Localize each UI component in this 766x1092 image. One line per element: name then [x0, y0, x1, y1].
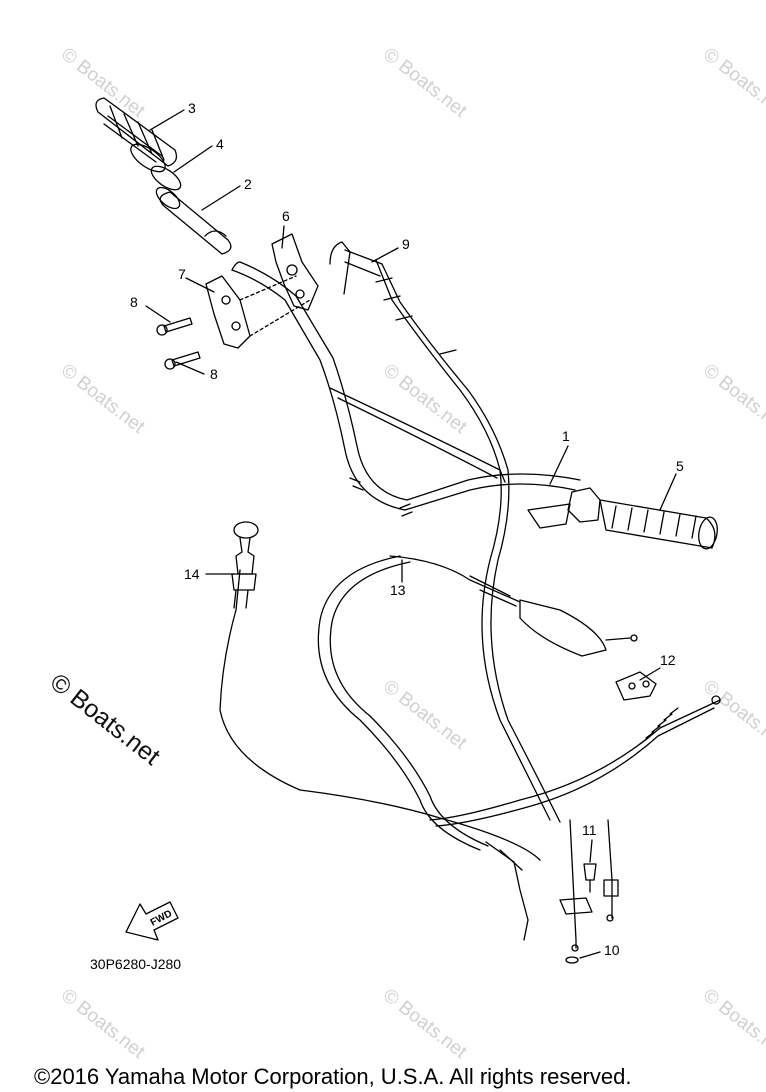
callout-7: 7: [178, 266, 186, 282]
callout-4: 4: [216, 136, 224, 152]
screw: [164, 351, 201, 370]
grip-collar: [130, 143, 182, 191]
throttle-cable: [329, 241, 561, 823]
clutch-cable: [429, 695, 721, 941]
left-grip: [95, 97, 178, 167]
callout-8-lower: 8: [210, 366, 218, 382]
bolt: [583, 863, 597, 893]
o-ring: [565, 956, 579, 964]
callout-14: 14: [184, 566, 200, 582]
callout-6: 6: [282, 208, 290, 224]
callout-2: 2: [244, 176, 252, 192]
callout-12: 12: [660, 652, 676, 668]
leader-lines: [145, 109, 677, 959]
screw: [156, 317, 193, 336]
choke-cable-loop: [219, 555, 541, 861]
diagram-code: 30P6280-J280: [90, 956, 182, 972]
callout-9: 9: [402, 236, 410, 252]
hot-start-cable: [389, 555, 638, 657]
callout-10: 10: [604, 942, 620, 958]
right-grip: [599, 499, 718, 550]
callout-5: 5: [676, 458, 684, 474]
throttle-tube: [155, 186, 232, 255]
lever-perch: [527, 487, 601, 529]
cable-guide: [615, 671, 657, 701]
callout-13: 13: [390, 582, 406, 598]
throttle-housing: [271, 233, 319, 311]
fwd-arrow-icon: [125, 901, 179, 941]
callout-3: 3: [188, 100, 196, 116]
callout-8-upper: 8: [130, 294, 138, 310]
housing-lower: [205, 275, 311, 349]
choke-plunger: [231, 521, 259, 609]
handlebar: [231, 261, 581, 517]
copyright-notice: ©2016 Yamaha Motor Corporation, U.S.A. A…: [34, 1064, 632, 1089]
cable-ends: [559, 819, 619, 952]
callout-11: 11: [582, 822, 597, 838]
callout-1: 1: [562, 428, 570, 444]
